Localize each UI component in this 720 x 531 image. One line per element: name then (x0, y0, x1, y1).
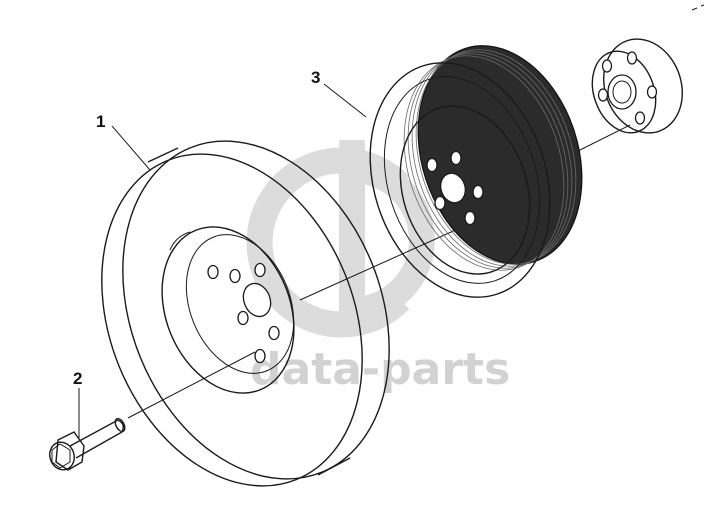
hub-flange-icon (591, 38, 684, 134)
flange-bolt-icon (49, 417, 126, 471)
callout-1: 1 (96, 112, 105, 131)
watermark-text: data-parts (250, 344, 510, 395)
leader-lines (78, 83, 367, 438)
watermark-logo (246, 140, 435, 338)
callout-3: 3 (311, 68, 320, 87)
vibration-damper-pulley-icon (369, 45, 583, 298)
flywheel-disc-icon (101, 140, 390, 487)
callout-2: 2 (73, 369, 82, 388)
corner-mark (691, 4, 705, 11)
